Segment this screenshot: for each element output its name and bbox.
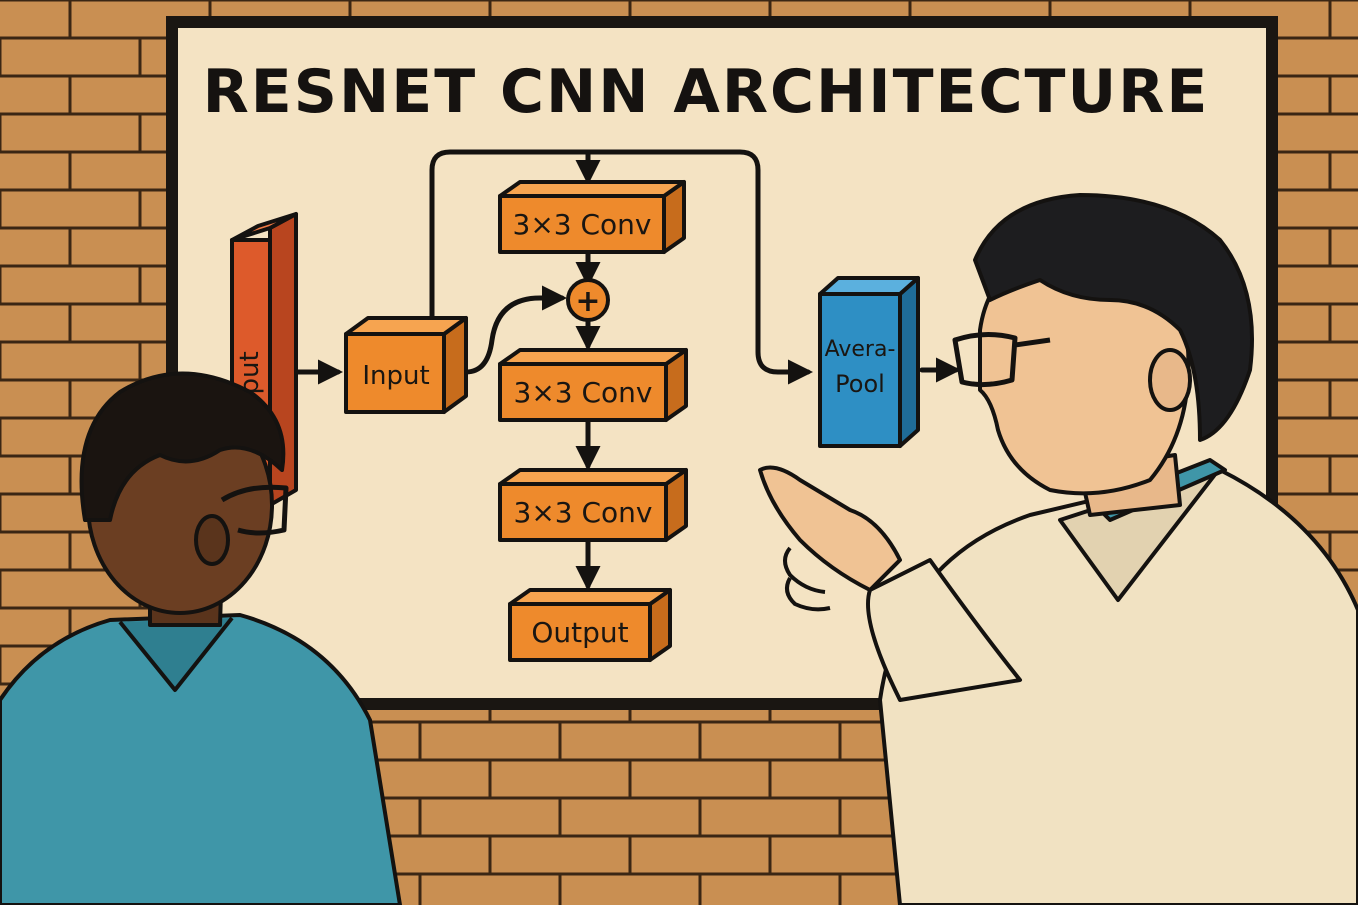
arrow-input-to-add bbox=[463, 285, 567, 375]
left-person bbox=[0, 371, 402, 905]
right-person bbox=[758, 193, 1358, 905]
conv-top-label: 3×3 Conv bbox=[513, 208, 652, 241]
conv-block-top bbox=[498, 180, 686, 254]
add-node bbox=[566, 278, 610, 322]
right-person-hair bbox=[973, 193, 1254, 442]
left-person-hair bbox=[79, 371, 286, 522]
conv-block-mid bbox=[498, 348, 688, 422]
diagram-connectors bbox=[287, 149, 961, 591]
avg-pool-label-line2: Pool bbox=[835, 370, 885, 398]
poster-title: RESNET CNN ARCHITECTURE bbox=[203, 57, 1210, 127]
right-person-hand bbox=[758, 465, 902, 592]
add-symbol: + bbox=[575, 284, 600, 319]
input-block-label: Input bbox=[362, 361, 429, 391]
conv-mid-label: 3×3 Conv bbox=[514, 376, 653, 409]
skip-connection bbox=[429, 149, 813, 385]
right-person-glasses bbox=[952, 332, 1051, 388]
avg-pool-label-line1: Avera- bbox=[825, 337, 896, 362]
output-label: Output bbox=[531, 616, 628, 649]
left-person-shirt bbox=[0, 613, 402, 905]
input-block bbox=[344, 316, 468, 414]
conv-block-low bbox=[498, 468, 688, 542]
left-person-glasses bbox=[220, 484, 289, 536]
output-block bbox=[508, 588, 672, 662]
conv-low-label: 3×3 Conv bbox=[514, 496, 653, 529]
avg-pool-block bbox=[818, 276, 920, 448]
right-person-arm bbox=[866, 558, 1022, 702]
